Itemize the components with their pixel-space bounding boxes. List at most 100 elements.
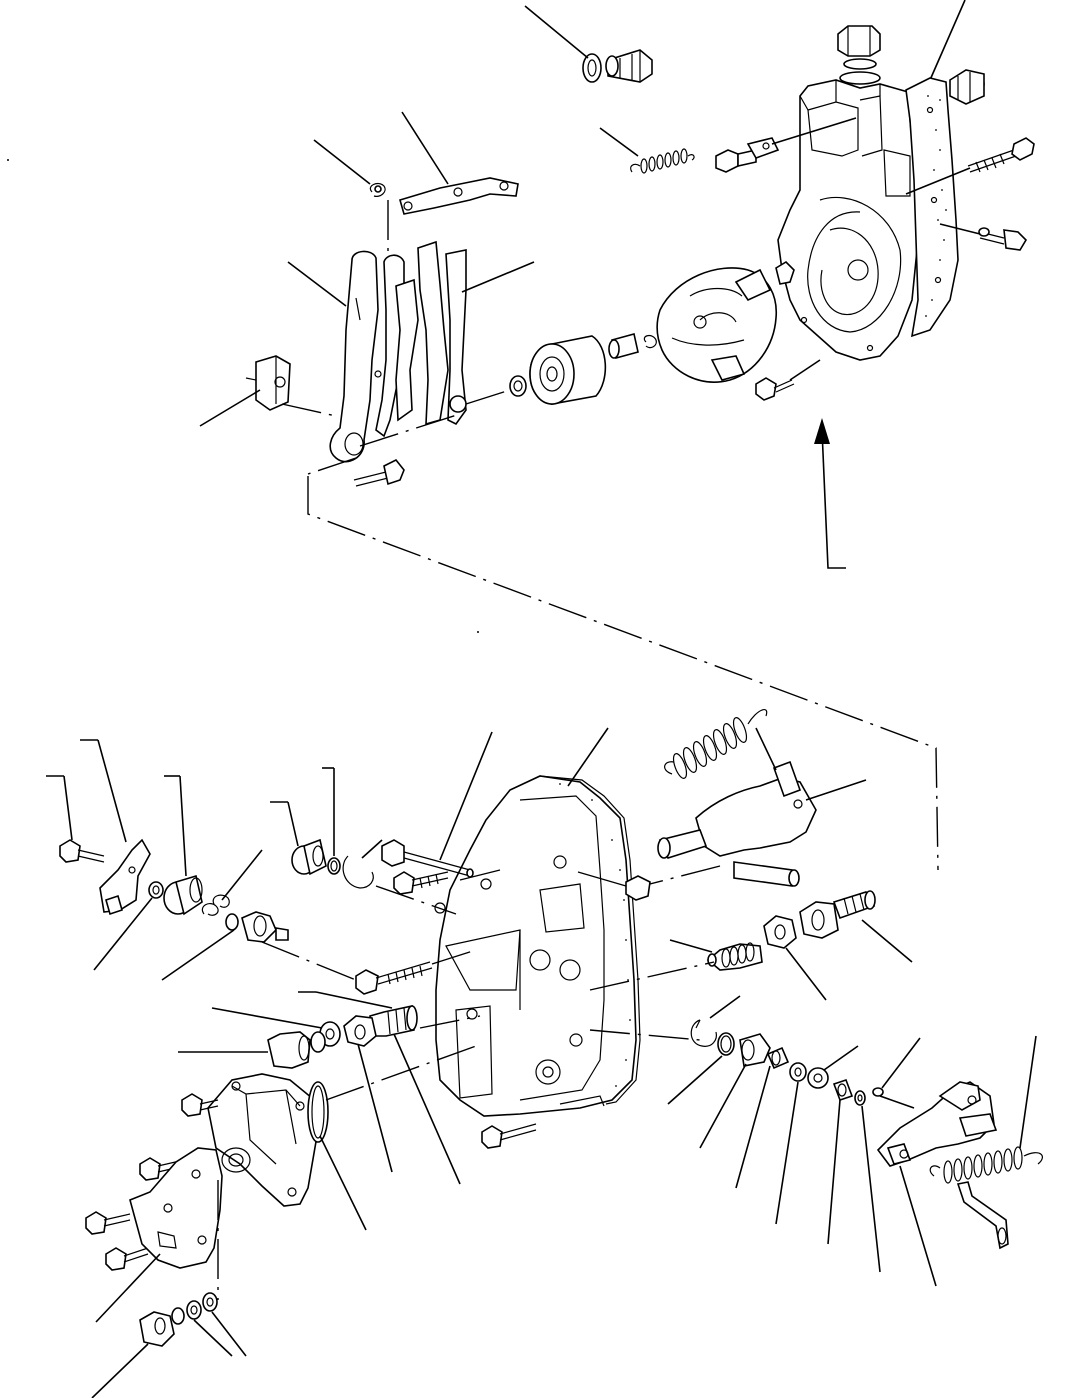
start-lever (375, 254, 419, 438)
centerline (325, 1045, 477, 1101)
governor-spring (664, 708, 768, 779)
leader-line (179, 775, 187, 877)
small-spring (201, 894, 230, 916)
leader-line (401, 111, 449, 185)
bushing (739, 1033, 771, 1067)
spring-seat (706, 942, 763, 971)
pivot-bolt (353, 458, 405, 487)
leader-line (879, 1095, 915, 1109)
leader-line (785, 947, 827, 1001)
leader-line (899, 1165, 937, 1287)
assembly-centerline (307, 476, 939, 871)
leader-line (63, 775, 73, 841)
leader-line (93, 897, 153, 971)
o-ring (717, 1032, 735, 1056)
stop-rod (956, 1181, 1009, 1250)
leader-line (97, 739, 127, 843)
governor-cover (434, 775, 641, 1117)
lock-nut (763, 915, 797, 949)
housing-screws (967, 137, 1035, 251)
leader-line (789, 359, 821, 381)
o-ring-small (327, 857, 341, 875)
centerline (419, 1015, 481, 1029)
washer (148, 881, 164, 899)
stop-lever-bolt (59, 839, 105, 863)
leader-line (313, 139, 371, 185)
bracket-bolts (85, 1093, 219, 1271)
leader-line (827, 1099, 841, 1245)
spring-seat (163, 874, 203, 916)
adjusting-screw (832, 890, 876, 920)
leader-line (667, 1055, 723, 1105)
side-plug (949, 69, 985, 105)
centerline (589, 1029, 701, 1041)
leader-line (315, 991, 393, 1009)
leader-line (287, 261, 347, 307)
lever-bracket (245, 355, 291, 411)
leader-line (735, 1065, 771, 1189)
leader-line (161, 929, 235, 981)
centerline (465, 389, 511, 405)
leader-line (439, 731, 493, 861)
cap-nut (799, 901, 839, 939)
leader-line (1019, 1035, 1037, 1149)
link-bracket (399, 177, 519, 215)
washer-set (171, 1292, 218, 1325)
centerline (641, 865, 721, 887)
washer (789, 1062, 807, 1082)
bracket-plate (129, 1147, 223, 1269)
leader-line (861, 1105, 881, 1273)
o-ring-small (832, 1078, 854, 1102)
adjusting-screw (355, 961, 433, 995)
lever-shaft-seal (766, 1046, 790, 1070)
leader-line (361, 839, 383, 859)
governor-housing (777, 77, 959, 361)
cover-screw (393, 871, 449, 895)
leader-line (567, 727, 609, 787)
leader-line (287, 801, 299, 847)
leader-line (771, 117, 857, 145)
leader-line (929, 0, 966, 81)
leader-line (193, 1319, 233, 1357)
leader-line (755, 727, 777, 771)
spacer (807, 1067, 829, 1089)
leader-line (319, 1135, 367, 1231)
leader-line (524, 5, 589, 59)
clip (369, 182, 386, 197)
leader-line (91, 1343, 149, 1398)
washer (854, 1090, 866, 1106)
snap-ring (690, 1019, 717, 1047)
idle-screw (369, 1005, 418, 1037)
tension-spring (630, 148, 695, 174)
leader-line (775, 1081, 799, 1225)
snap-ring (342, 855, 374, 889)
centerline (261, 941, 357, 981)
control-lever-shaft (657, 760, 817, 887)
leader-line (905, 167, 971, 195)
cap-nut-small (267, 1031, 326, 1069)
return-spring (929, 1146, 1043, 1184)
cap-nut-small (139, 1311, 175, 1347)
leader-line (221, 849, 263, 901)
top-plug (837, 25, 881, 85)
centerline (307, 457, 357, 475)
leader-line (823, 1045, 859, 1071)
bolt-stud (381, 839, 474, 878)
leader-line (881, 1037, 921, 1089)
stray-mark (477, 631, 479, 633)
bracket-bolt (755, 260, 795, 401)
tension-lever (329, 250, 382, 463)
centerline (375, 885, 457, 915)
bracket-lever (876, 1081, 998, 1167)
snap-ring-pin (608, 333, 657, 359)
front-cover (207, 1073, 319, 1207)
stop-lever-bolt (577, 871, 651, 901)
leader-line (939, 223, 981, 235)
stray-mark (7, 159, 9, 161)
bracket-bolt (715, 137, 780, 173)
leader-line (699, 1063, 747, 1149)
centerline (431, 949, 477, 965)
cover-o-ring (307, 1081, 329, 1143)
